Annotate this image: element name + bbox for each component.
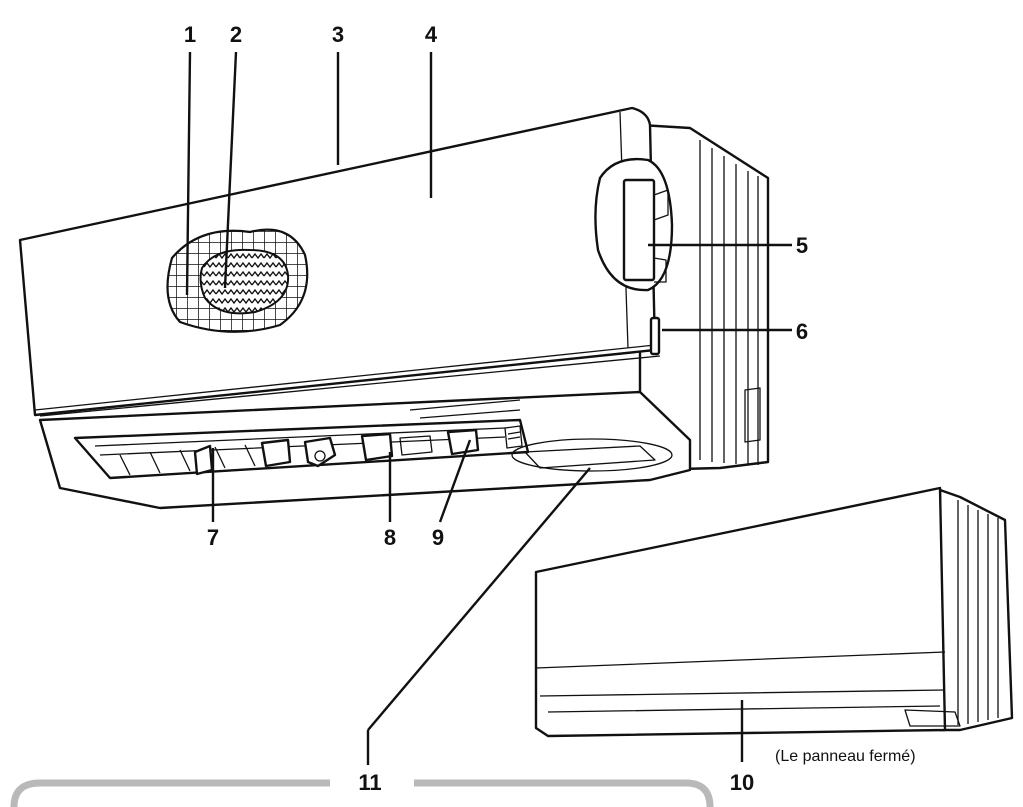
- callout-7: 7: [207, 525, 219, 550]
- leader-lines: [185, 51, 792, 765]
- callout-2: 2: [230, 22, 242, 47]
- air-filter-cutaway: [166, 228, 309, 333]
- horizontal-flap: [360, 432, 394, 462]
- callout-1: 1: [184, 22, 196, 47]
- closed-unit: [534, 486, 1014, 738]
- callout-10: 10: [730, 770, 754, 795]
- indoor-unit-switch: [649, 316, 661, 356]
- callout-4: 4: [425, 22, 438, 47]
- display-area-ring: [511, 438, 673, 472]
- louver-motor: [303, 436, 337, 468]
- main-unit-open: [18, 106, 770, 510]
- closed-panel-caption: (Le panneau fermé): [775, 748, 916, 765]
- callout-3: 3: [332, 22, 344, 47]
- display-window: [594, 157, 674, 292]
- callout-9: 9: [432, 525, 444, 550]
- vertical-louvers: [119, 438, 292, 476]
- callout-5: 5: [796, 233, 808, 258]
- callout-11: 11: [358, 770, 381, 795]
- info-box-frame: [10, 779, 714, 807]
- callout-6: 6: [796, 319, 808, 344]
- callout-8: 8: [384, 525, 396, 550]
